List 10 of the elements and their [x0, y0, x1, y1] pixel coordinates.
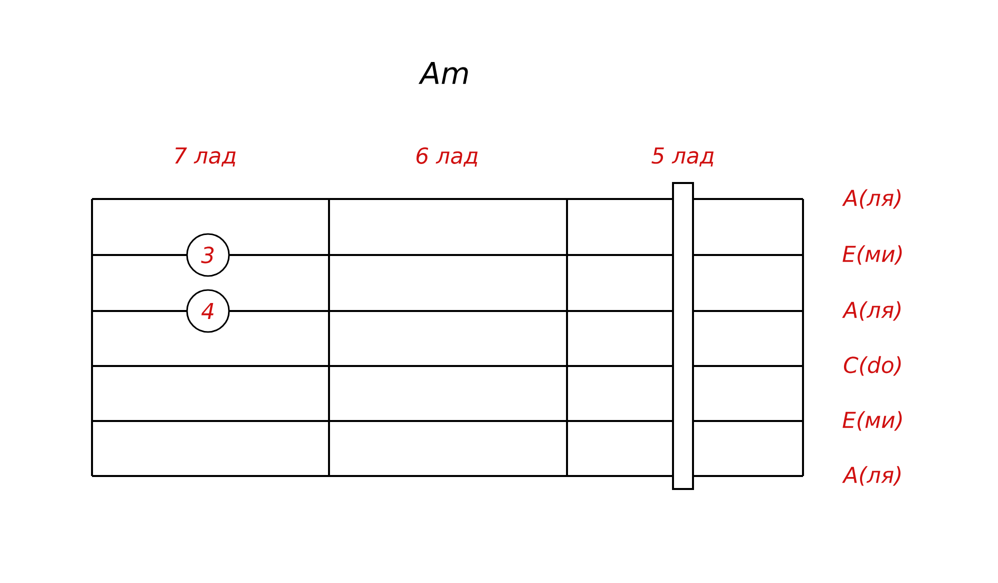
string-label: E(ми)	[842, 245, 902, 265]
string-label: A(ля)	[842, 189, 901, 209]
string-label: E(ми)	[842, 411, 902, 431]
string-label: A(ля)	[842, 466, 901, 486]
fret-label: 6 лад	[416, 147, 478, 167]
chord-title: Am	[418, 62, 468, 84]
fret-label: 7 лад	[175, 147, 236, 167]
string-label: C(do)	[844, 356, 901, 376]
string-label: A(ля)	[842, 301, 901, 321]
barre-bar	[672, 182, 694, 490]
